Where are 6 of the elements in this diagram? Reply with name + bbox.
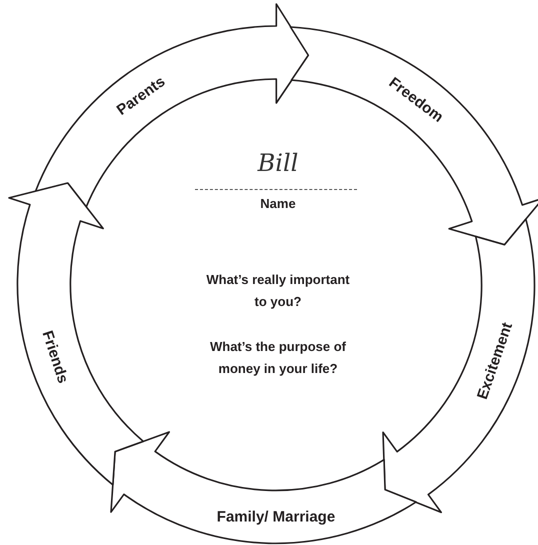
arrow-label: Friends <box>40 328 71 385</box>
handwritten-name: Bill <box>258 149 298 177</box>
question-text: What’s the purpose of money in your life? <box>208 338 348 378</box>
arrow-label: Family/ Marriage <box>216 509 336 524</box>
field-label: Name <box>259 195 297 213</box>
question-text: What’s really important to you? <box>205 271 351 311</box>
